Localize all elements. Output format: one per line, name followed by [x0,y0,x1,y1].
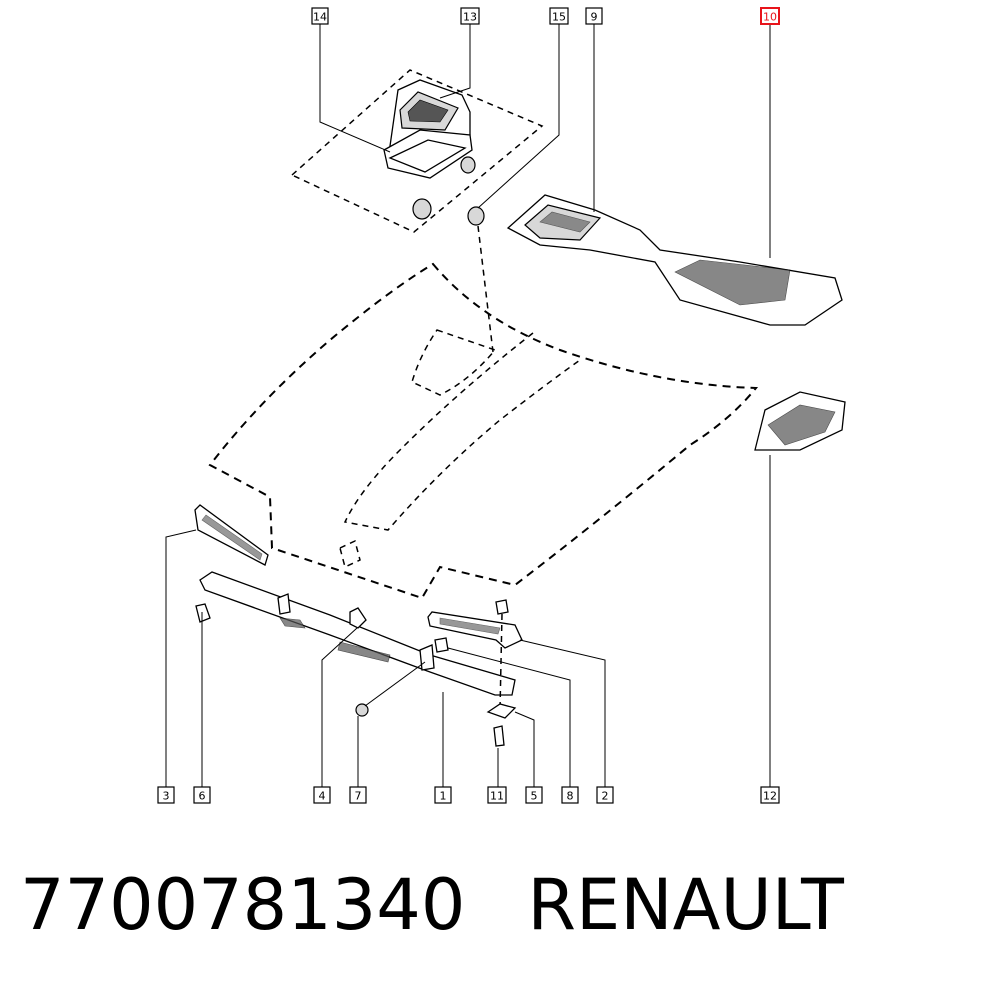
brand-name: RENAULT [527,864,844,946]
grommet-fasteners [412,156,494,353]
callout-8[interactable]: 8 [561,786,579,804]
front-lip-strip [199,571,516,696]
svg-text:14: 14 [313,11,327,24]
callout-10[interactable]: 10 [760,7,780,25]
cowl-panel [506,194,843,326]
callout-11[interactable]: 11 [487,786,507,804]
svg-text:9: 9 [591,11,598,24]
svg-text:5: 5 [531,790,538,803]
callout-3[interactable]: 3 [157,786,175,804]
callout-2[interactable]: 2 [596,786,614,804]
callout-1[interactable]: 1 [434,786,452,804]
callout-15[interactable]: 15 [549,7,569,25]
part-number: 7700781340 [20,864,466,946]
left-seal-strip [194,504,269,566]
callout-5[interactable]: 5 [525,786,543,804]
callout-9[interactable]: 9 [585,7,603,25]
callout-7[interactable]: 7 [349,786,367,804]
callout-6[interactable]: 6 [193,786,211,804]
callout-14[interactable]: 14 [311,7,329,25]
svg-text:1: 1 [440,790,447,803]
hood-outline [208,262,759,600]
svg-text:12: 12 [763,790,777,803]
svg-text:6: 6 [199,790,206,803]
svg-text:11: 11 [490,790,504,803]
callout-13[interactable]: 13 [460,7,480,25]
footer-caption: 7700781340 RENAULT [20,855,980,955]
air-intake-assembly [290,69,544,233]
svg-text:7: 7 [355,790,362,803]
svg-text:10: 10 [763,11,777,24]
side-vent [754,391,846,451]
callout-4[interactable]: 4 [313,786,331,804]
svg-text:13: 13 [463,11,477,24]
leader-lines [165,24,771,787]
svg-text:2: 2 [602,790,609,803]
callout-12[interactable]: 12 [760,786,780,804]
svg-text:8: 8 [567,790,574,803]
svg-text:4: 4 [319,790,326,803]
small-clips [195,603,517,747]
right-seal-strip [427,599,523,711]
svg-text:15: 15 [552,11,566,24]
svg-text:3: 3 [163,790,170,803]
